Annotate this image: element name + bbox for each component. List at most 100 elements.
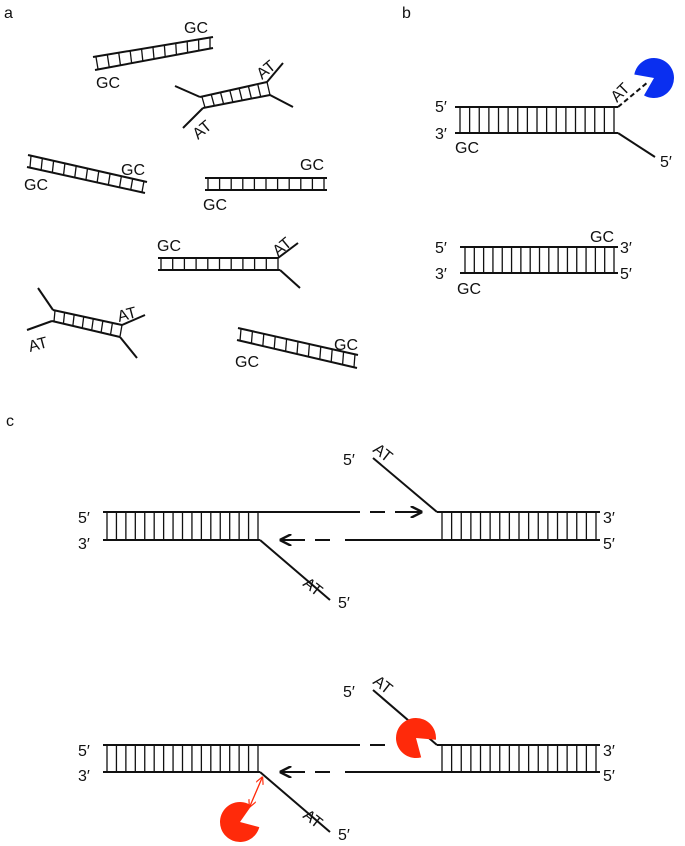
end-label: GC	[235, 354, 259, 371]
base-pair-rung	[201, 96, 206, 108]
base-pair-rung	[140, 49, 144, 61]
end-label: GC	[184, 20, 208, 37]
end-label: 3′	[435, 266, 447, 283]
enzyme-pacman-red	[220, 802, 260, 843]
base-pair-rung	[307, 343, 311, 357]
base-pair-rung	[284, 338, 288, 352]
duplex-1: GC GC	[92, 20, 214, 92]
end-label: AT	[116, 304, 139, 325]
panel-b: 5′ 3′ GC AT 5′ 5′ 3′ GC 3′ 5′ GC	[435, 57, 675, 298]
end-label: 5′	[603, 536, 615, 553]
end-label: GC	[24, 177, 48, 194]
base-pair-rung	[107, 173, 111, 185]
end-label: AT	[254, 58, 280, 84]
end-label: 5′	[343, 684, 355, 701]
panel-label-a: a	[4, 5, 13, 22]
base-pair-rung	[141, 180, 145, 193]
base-pair-rung	[53, 310, 56, 322]
base-pair-rung	[106, 55, 110, 68]
end-label: GC	[121, 162, 145, 179]
panel-label-c: c	[6, 413, 14, 430]
base-pair-rung	[74, 165, 77, 178]
end-label: GC	[157, 238, 181, 255]
base-pair-rung	[175, 43, 178, 55]
end-label: 3′	[78, 536, 90, 553]
blunt-duplex: 5′ 3′ GC 3′ 5′ GC	[435, 229, 632, 298]
end-label: AT	[270, 235, 296, 261]
base-pair-rung	[91, 318, 94, 331]
base-pair-rung	[250, 331, 254, 344]
end-label: AT	[27, 334, 50, 355]
end-label: 5′	[78, 743, 90, 760]
base-pair-rung	[51, 160, 55, 173]
base-pair-rung	[129, 51, 133, 63]
base-pair-rung	[238, 88, 243, 101]
base-pair-rung	[210, 94, 215, 106]
base-pair-rung	[239, 328, 242, 342]
base-pair-rung	[62, 312, 66, 324]
end-label: 3′	[603, 743, 615, 760]
duplex-3: GC GC	[24, 154, 148, 194]
end-label: GC	[455, 140, 479, 157]
base-pair-rung	[29, 155, 32, 168]
base-pair-rung	[118, 175, 123, 188]
enzyme-pacman-red	[396, 718, 436, 758]
base-pair-rung	[119, 324, 123, 337]
end-label: 5′	[78, 510, 90, 527]
flap-substrate: 5′ 3′ GC AT 5′	[435, 57, 675, 171]
double-arrow-red	[250, 778, 262, 806]
end-label: AT	[300, 807, 326, 832]
base-pair-rung	[266, 81, 271, 96]
end-label: GC	[457, 281, 481, 298]
end-label: AT	[608, 80, 634, 106]
base-pair-rung	[100, 320, 104, 333]
end-label: 5′	[435, 99, 447, 116]
end-label: 5′	[338, 827, 350, 844]
end-label: 5′	[603, 768, 615, 785]
end-label: AT	[190, 118, 216, 144]
end-label: 5′	[338, 595, 350, 612]
base-pair-rung	[96, 170, 100, 183]
duplex-6-forked: AT AT	[27, 287, 146, 359]
base-pair-rung	[219, 92, 225, 105]
end-label: 3′	[603, 510, 615, 527]
end-label: GC	[300, 157, 324, 174]
base-pair-rung	[72, 314, 75, 326]
base-pair-rung	[130, 178, 134, 190]
end-label: GC	[96, 75, 120, 92]
base-pair-rung	[262, 333, 265, 347]
end-label: AT	[370, 673, 396, 698]
base-pair-rung	[118, 53, 122, 65]
base-pair-rung	[353, 353, 356, 368]
panel-c-upper: 5′ 3′ 3′ 5′ 5′ AT AT 5′	[78, 441, 615, 612]
base-pair-rung	[257, 83, 262, 97]
base-pair-rung	[247, 86, 253, 99]
base-pair-rung	[273, 336, 276, 349]
base-pair-rung	[81, 316, 85, 329]
end-label: 3′	[620, 240, 632, 257]
panel-c-lower: 5′ 3′ 3′ 5′ 5′ AT AT 5′	[78, 673, 615, 844]
base-pair-rung	[330, 348, 333, 362]
end-label: AT	[370, 441, 396, 466]
base-pair-rungs	[29, 38, 615, 772]
base-pair-rung	[296, 341, 299, 355]
base-pair-rung	[341, 351, 345, 365]
duplex-4: GC GC	[203, 157, 327, 214]
end-label: GC	[203, 197, 227, 214]
base-pair-rung	[40, 158, 43, 170]
enzyme-pacman-blue	[634, 57, 675, 98]
end-label: AT	[300, 575, 326, 600]
base-pair-rung	[229, 90, 234, 103]
base-pair-rung	[62, 163, 66, 175]
panel-label-b: b	[402, 5, 411, 22]
end-label: 3′	[78, 768, 90, 785]
duplex-2-forked: AT AT	[174, 58, 294, 144]
base-pair-rung	[109, 322, 114, 335]
base-pair-rung	[152, 47, 155, 59]
end-label: GC	[334, 337, 358, 354]
duplex-7: GC GC	[235, 327, 359, 371]
end-label: 5′	[435, 240, 447, 257]
base-pair-rung	[95, 56, 99, 70]
base-pair-rung	[85, 168, 89, 180]
